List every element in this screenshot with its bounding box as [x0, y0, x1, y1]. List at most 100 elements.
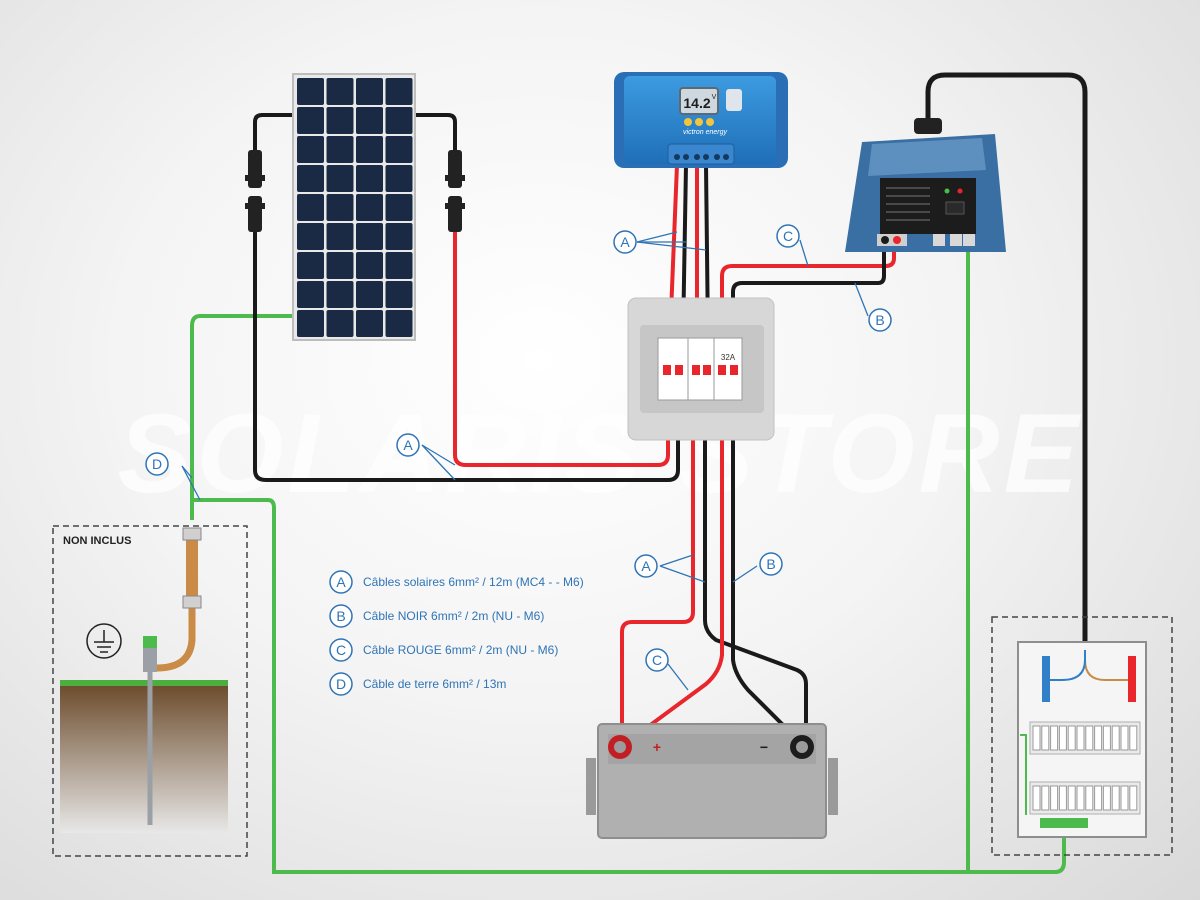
- solar-cell: [385, 252, 413, 279]
- solar-cell: [326, 252, 354, 279]
- panel-breaker-slot: [1076, 725, 1085, 751]
- solar-cell: [356, 281, 383, 308]
- solar-cell: [385, 223, 413, 250]
- solar-cell: [385, 136, 413, 163]
- bat-cable-black-inv: [731, 400, 802, 744]
- panel-breaker-slot: [1050, 785, 1059, 811]
- legend-item-c: C Câble ROUGE 6mm² / 2m (NU - M6): [329, 638, 558, 662]
- legend-letter: B: [336, 608, 345, 624]
- charge-regulator: 14.2 V victron energy: [614, 72, 788, 168]
- callout-b-inv: B: [875, 312, 884, 328]
- panel-breaker-slot: [1058, 785, 1067, 811]
- solar-cell: [297, 281, 324, 308]
- callout-b-bat: B: [766, 556, 775, 572]
- callout-badges: A C B A D A B C: [145, 224, 892, 672]
- battery-plus: +: [653, 739, 661, 755]
- solar-cell: [326, 281, 354, 308]
- solar-cable-black: [253, 230, 680, 482]
- panel-breaker-slot: [1041, 785, 1050, 811]
- solar-cell: [297, 252, 324, 279]
- battery: + −: [586, 723, 838, 839]
- solar-cell: [297, 310, 324, 337]
- solar-cell: [297, 194, 324, 221]
- ground-box: NON INCLUS: [52, 525, 248, 857]
- panel-breaker-slot: [1129, 785, 1138, 811]
- bat-cable-black-reg: [703, 400, 808, 742]
- panel-breaker-slot: [1120, 725, 1129, 751]
- solar-cell: [385, 194, 413, 221]
- legend-item-a: A Câbles solaires 6mm² / 12m (MC4 - - M6…: [329, 570, 584, 594]
- panel-breaker-slot: [1032, 785, 1041, 811]
- breaker-box: 32A: [627, 297, 775, 441]
- panel-breaker-slot: [1111, 725, 1120, 751]
- inv-cable-black: [731, 240, 886, 338]
- legend-item-d: D Câble de terre 6mm² / 13m: [329, 672, 506, 696]
- inv-cable-red: [720, 240, 896, 338]
- solar-cell: [297, 223, 324, 250]
- regulator-brand: victron energy: [683, 129, 727, 136]
- solar-cell: [326, 165, 354, 192]
- solar-cell: [356, 165, 383, 192]
- watermark-text: SOLARIS STORE: [118, 391, 1083, 516]
- callout-pointers: [181, 231, 869, 691]
- solar-cell: [326, 78, 354, 105]
- solar-cell: [385, 281, 413, 308]
- panel-breaker-slot: [1102, 785, 1111, 811]
- ground-box-title: NON INCLUS: [63, 535, 131, 547]
- solar-cell: [326, 194, 354, 221]
- callout-d-earth: D: [152, 456, 162, 472]
- legend-letter: D: [336, 676, 346, 692]
- solar-cell: [385, 310, 413, 337]
- distribution-panel: [991, 616, 1173, 856]
- panel-breaker-slot: [1041, 725, 1050, 751]
- battery-minus: −: [760, 739, 768, 755]
- regulator-display-unit: V: [712, 94, 717, 101]
- solar-cable-red: [453, 230, 670, 467]
- earth-cable-main: [192, 498, 1066, 874]
- panel-breaker-slot: [1111, 785, 1120, 811]
- ac-output-cable: [925, 72, 1088, 650]
- solar-cell: [297, 165, 324, 192]
- panel-breaker-slot: [1094, 785, 1103, 811]
- panel-breaker-slot: [1129, 725, 1138, 751]
- earth-cable-panel: [190, 314, 293, 520]
- solar-cell: [326, 310, 354, 337]
- panel-breaker-slot: [1058, 725, 1067, 751]
- legend-letter: A: [336, 574, 346, 590]
- callout-a-bat: A: [641, 558, 651, 574]
- solar-cell: [356, 223, 383, 250]
- bat-cable-red-reg: [620, 400, 695, 740]
- solar-cell: [356, 107, 383, 134]
- callout-c-bat: C: [652, 652, 662, 668]
- panel-breaker-slot: [1120, 785, 1129, 811]
- solar-cell: [356, 136, 383, 163]
- regulator-display-text: 14.2: [683, 95, 710, 111]
- ground-symbol-icon: [86, 623, 122, 659]
- solar-cell: [356, 310, 383, 337]
- bat-cable-red-inv: [628, 400, 724, 742]
- legend-text: Câble ROUGE 6mm² / 2m (NU - M6): [363, 643, 558, 657]
- panel-breaker-slot: [1067, 785, 1076, 811]
- solar-cell: [297, 78, 324, 105]
- solar-cell: [297, 136, 324, 163]
- panel-breaker-slot: [1032, 725, 1041, 751]
- panel-breaker-slot: [1067, 725, 1076, 751]
- solar-cell: [356, 78, 383, 105]
- solar-cell: [326, 107, 354, 134]
- panel-breaker-slot: [1094, 725, 1103, 751]
- mc4-connectors: [245, 150, 465, 232]
- solar-cell: [385, 165, 413, 192]
- panel-breaker-slot: [1076, 785, 1085, 811]
- callout-a-panel: A: [403, 437, 413, 453]
- panel-lead-black: [253, 113, 293, 150]
- solar-cell: [297, 107, 324, 134]
- legend-text: Câble NOIR 6mm² / 2m (NU - M6): [363, 609, 544, 623]
- solar-cell: [326, 223, 354, 250]
- legend-text: Câbles solaires 6mm² / 12m (MC4 - - M6): [363, 575, 584, 589]
- solar-cell: [356, 194, 383, 221]
- callout-c-inv: C: [783, 228, 793, 244]
- breaker-rating: 32A: [721, 353, 736, 362]
- panel-breaker-slot: [1102, 725, 1111, 751]
